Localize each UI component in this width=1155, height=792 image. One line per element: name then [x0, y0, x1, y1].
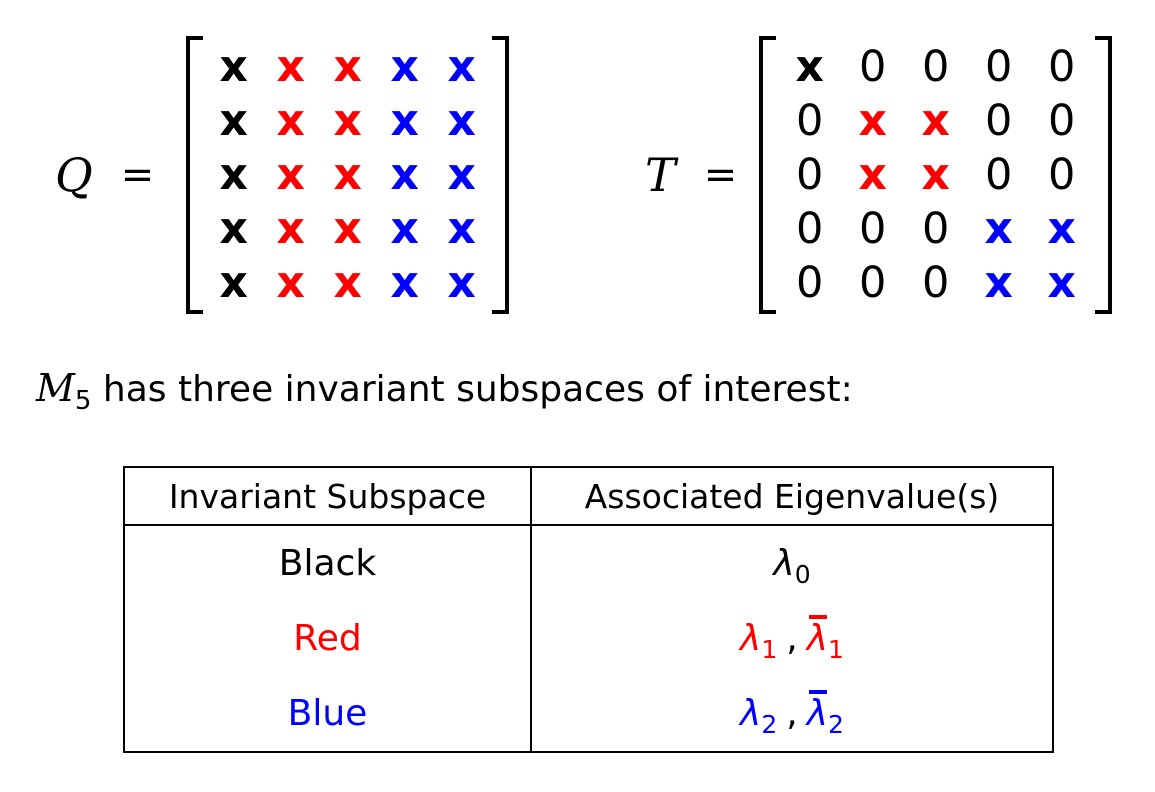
matrix-entry: x: [276, 203, 305, 254]
right-bracket: [492, 36, 510, 314]
eigenvalue-conjugate: λ2: [806, 690, 844, 740]
eigenvalue-cell: λ1,λ1: [531, 601, 1053, 676]
matrix-entry: 0: [985, 95, 1013, 146]
matrix-entry: 0: [859, 41, 887, 92]
matrix-entry: x: [219, 149, 248, 200]
caption-variable: M: [36, 366, 75, 410]
matrix-entry: 0: [1048, 41, 1076, 92]
matrix-entry: 0: [796, 95, 824, 146]
matrix-entry: 0: [1048, 95, 1076, 146]
matrix-entry: x: [921, 95, 950, 146]
matrix-entry: x: [1047, 257, 1076, 308]
matrix-entry: x: [390, 95, 419, 146]
matrix-entry: 0: [859, 257, 887, 308]
right-bracket: [1095, 36, 1113, 314]
matrix-entry: x: [219, 95, 248, 146]
matrix-entry: 0: [796, 257, 824, 308]
matrix-entry: x: [447, 203, 476, 254]
eigenvalue: λ1: [740, 618, 778, 665]
matrix-entry: x: [333, 41, 362, 92]
eigenvalue-conjugate: λ1: [806, 615, 844, 665]
equals-sign: =: [120, 152, 155, 198]
matrix-entry: x: [1047, 203, 1076, 254]
matrix-entry: 0: [985, 41, 1013, 92]
matrix-entry: x: [219, 203, 248, 254]
equals-sign: =: [703, 152, 738, 198]
comma-separator: ,: [786, 693, 798, 734]
subspace-table: Invariant Subspace Associated Eigenvalue…: [123, 466, 1054, 753]
matrix-entry: x: [219, 41, 248, 92]
matrix-entry: x: [276, 41, 305, 92]
table-row: Black λ0: [124, 525, 1053, 601]
matrix-entry: x: [219, 257, 248, 308]
eigenvalue: λ2: [740, 693, 778, 740]
matrix-entry: x: [447, 257, 476, 308]
matrix-entry: x: [276, 149, 305, 200]
matrix-entry: x: [858, 149, 887, 200]
left-bracket: [759, 36, 777, 314]
matrix-entry: x: [795, 41, 824, 92]
matrix-entry: x: [390, 257, 419, 308]
matrix-entry: 0: [796, 149, 824, 200]
eigenvalue-cell: λ2,λ2: [531, 676, 1053, 752]
matrix-entry: x: [984, 203, 1013, 254]
subspace-label: Red: [124, 601, 532, 676]
matrix-entry: x: [333, 149, 362, 200]
eigenvalue: λ0: [773, 543, 811, 590]
matrix-entry: x: [984, 257, 1013, 308]
matrix-entry: x: [276, 257, 305, 308]
caption: M5 has three invariant subspaces of inte…: [36, 366, 853, 414]
matrix-entry: x: [447, 41, 476, 92]
matrix-entry: x: [333, 257, 362, 308]
matrix-entry: x: [390, 149, 419, 200]
subspace-label: Black: [124, 525, 532, 601]
comma-separator: ,: [786, 618, 798, 659]
matrix-entry: 0: [922, 41, 950, 92]
matrix-entry: 0: [859, 203, 887, 254]
matrix-entry: 0: [1048, 149, 1076, 200]
caption-variable-subscript: 5: [74, 386, 92, 417]
left-bracket: [186, 36, 204, 314]
matrix-entry: x: [921, 149, 950, 200]
matrix-entry: x: [333, 203, 362, 254]
matrix-entry: x: [333, 95, 362, 146]
matrix-entry: x: [390, 203, 419, 254]
matrix-entry: x: [447, 149, 476, 200]
matrix-entry: x: [858, 95, 887, 146]
matrix-entry: 0: [922, 257, 950, 308]
matrix-t-label: T: [645, 148, 676, 202]
matrix-entry: 0: [922, 203, 950, 254]
header-invariant-subspace: Invariant Subspace: [124, 467, 532, 526]
table-header: Invariant Subspace Associated Eigenvalue…: [124, 467, 1053, 526]
caption-text: has three invariant subspaces of interes…: [91, 369, 853, 410]
matrix-q-label: Q: [55, 148, 93, 202]
table-header-row: Invariant Subspace Associated Eigenvalue…: [124, 467, 1053, 526]
matrix-entry: 0: [796, 203, 824, 254]
matrix-entry: x: [390, 41, 419, 92]
eigenvalue-cell: λ0: [531, 525, 1053, 601]
matrix-entry: x: [276, 95, 305, 146]
matrix-entry: 0: [985, 149, 1013, 200]
matrix-entry: x: [447, 95, 476, 146]
subspace-label: Blue: [124, 676, 532, 752]
header-associated-eigenvalues: Associated Eigenvalue(s): [531, 467, 1053, 526]
